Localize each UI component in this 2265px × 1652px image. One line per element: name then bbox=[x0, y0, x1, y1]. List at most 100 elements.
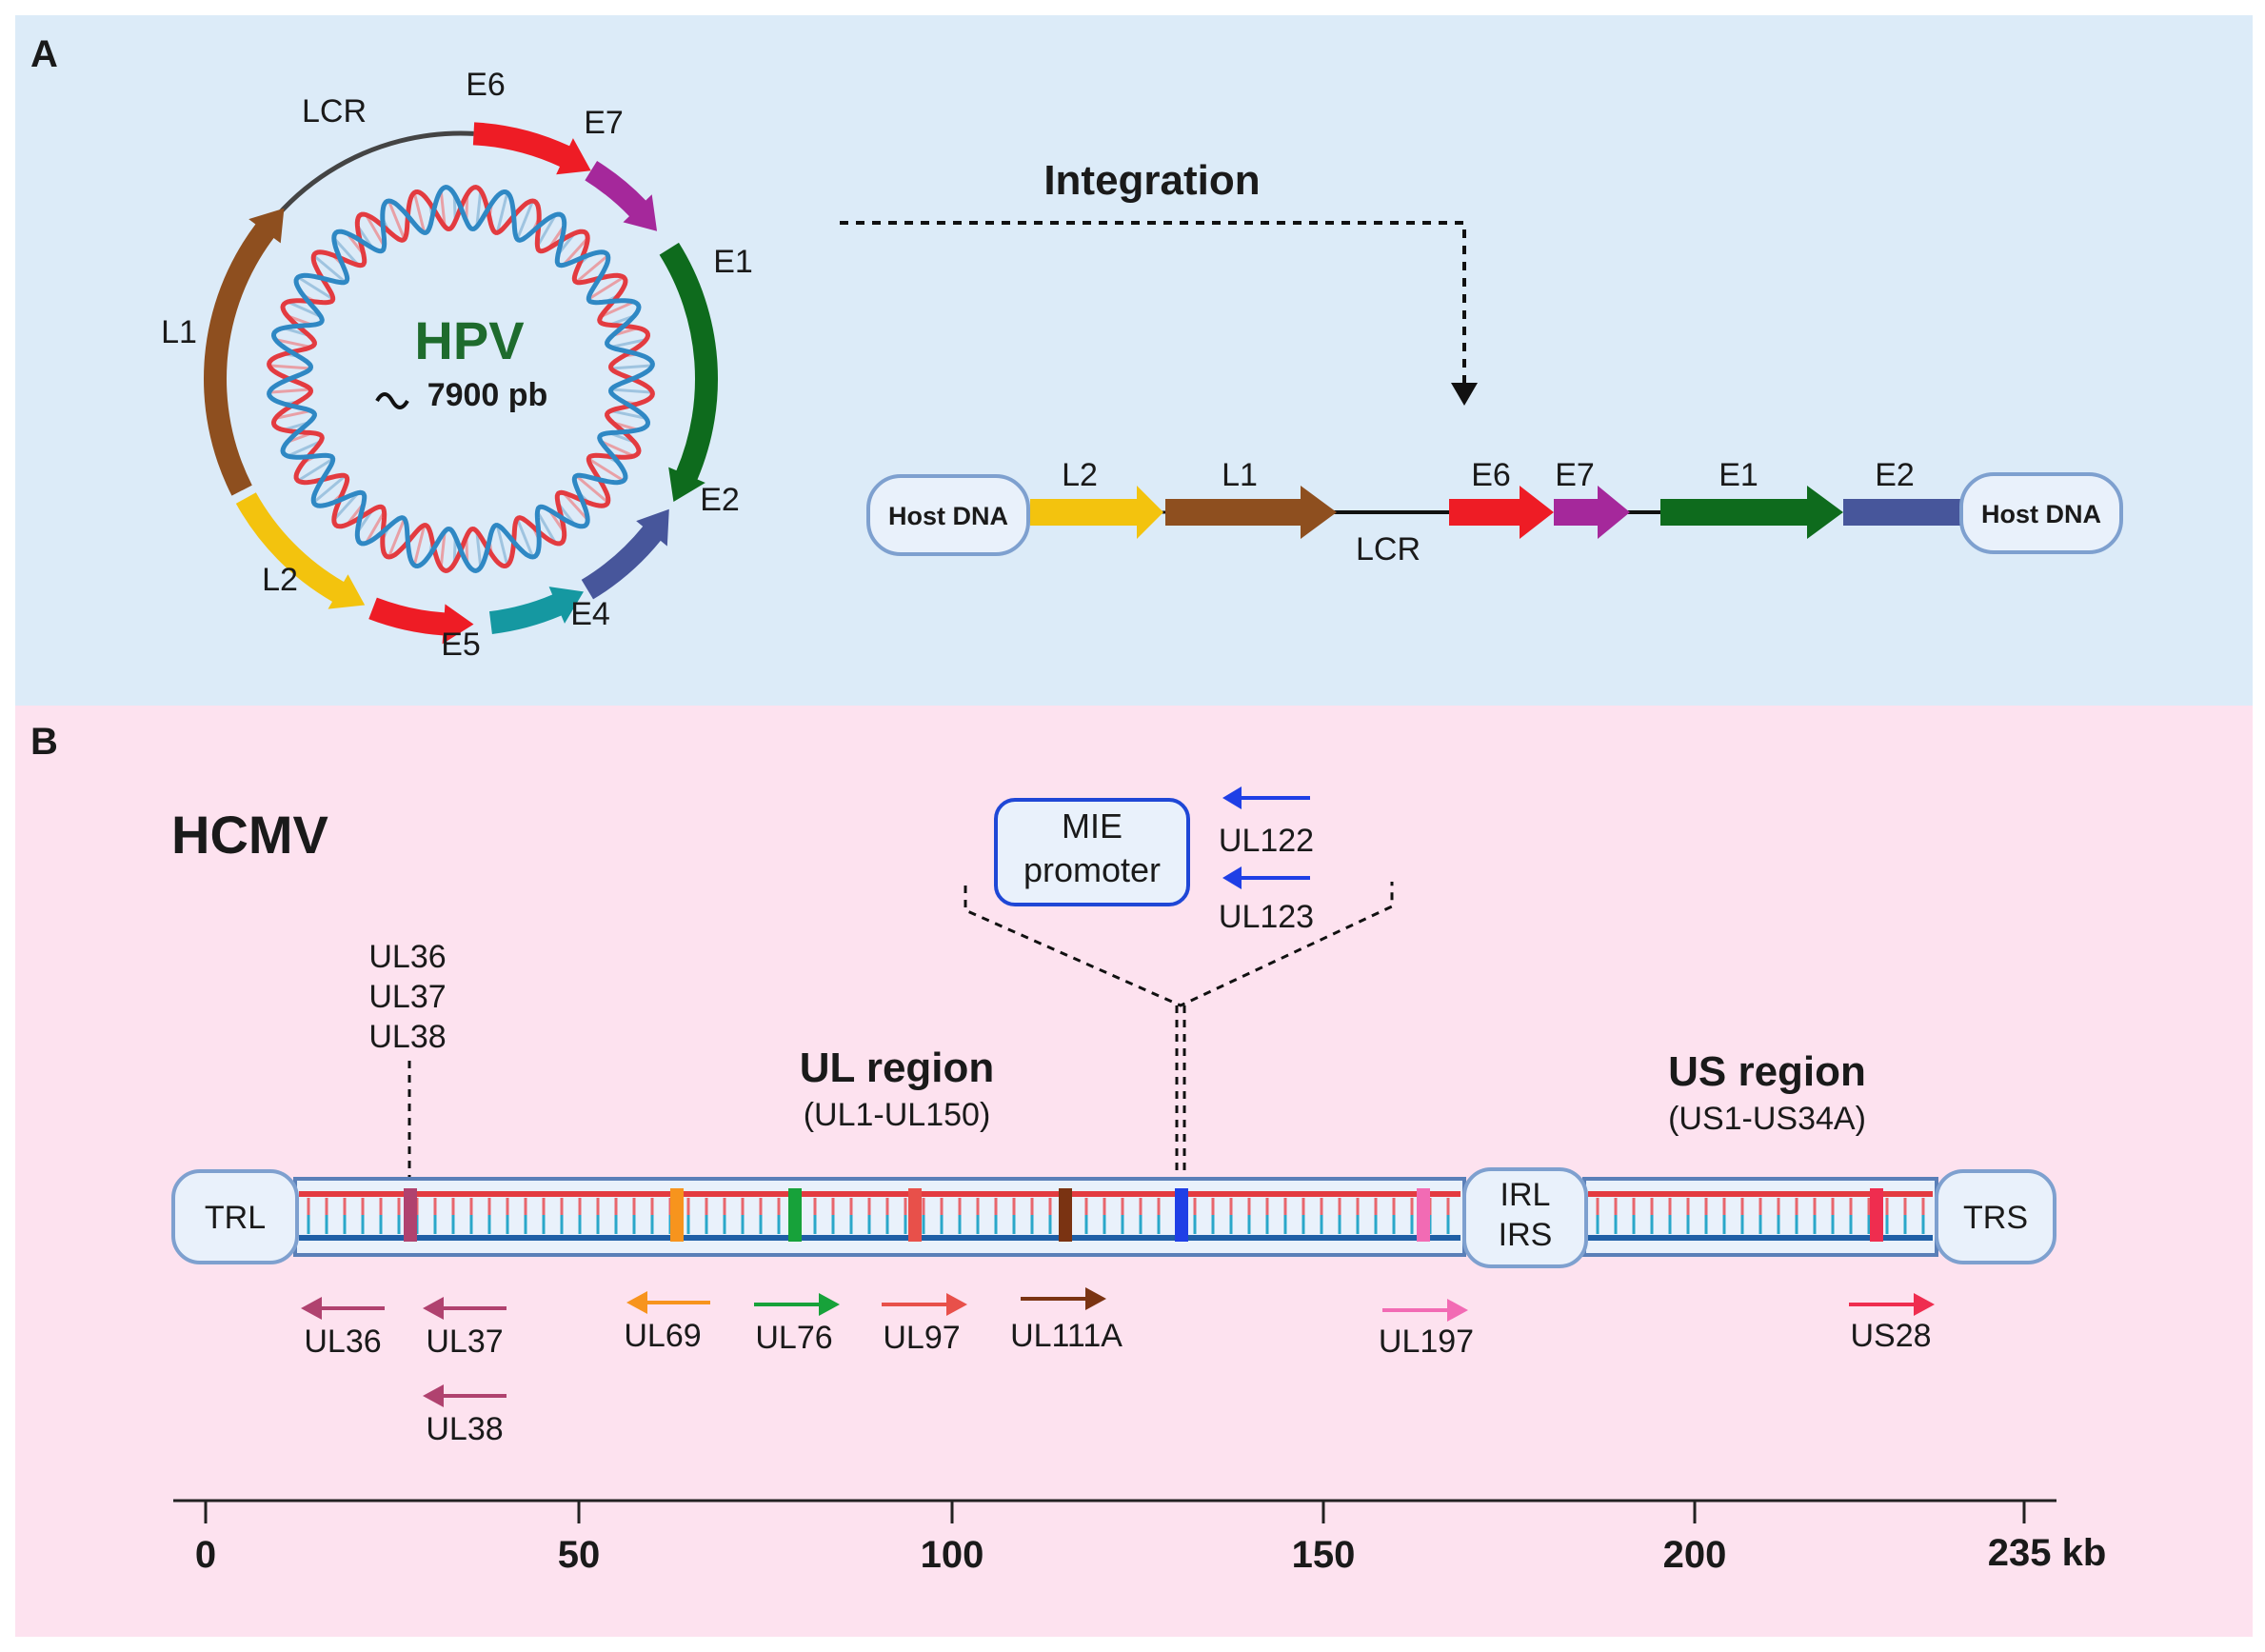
mie-gene-ul123: UL123 bbox=[1219, 899, 1314, 935]
ul-region-sub: (UL1-UL150) bbox=[804, 1097, 991, 1133]
linear-label-e2: E2 bbox=[1875, 457, 1915, 493]
mie-box-line2: promoter bbox=[1023, 850, 1161, 889]
locus-ul36-38 bbox=[404, 1188, 417, 1242]
circle-label-l2: L2 bbox=[262, 562, 298, 598]
circle-gene-e7 bbox=[585, 161, 658, 231]
gene-label-ul36: UL36 bbox=[304, 1324, 381, 1360]
circle-label-e5: E5 bbox=[441, 627, 481, 663]
host-dna-right-box bbox=[1959, 472, 2123, 554]
circle-label-e4: E4 bbox=[570, 596, 610, 632]
us-region-title: US region bbox=[1668, 1048, 1866, 1095]
circle-label-lcr: LCR bbox=[302, 93, 367, 129]
us-region-dna bbox=[1582, 1177, 1938, 1257]
circle-gene-e6 bbox=[472, 122, 591, 175]
circle-gene-e2 bbox=[581, 508, 669, 600]
gene-arrow-ul38 bbox=[423, 1384, 507, 1407]
irl-label: IRL bbox=[1500, 1177, 1551, 1213]
circle-label-e7: E7 bbox=[584, 105, 624, 141]
gene-label-ul197: UL197 bbox=[1379, 1324, 1474, 1360]
irl-irs-box bbox=[1462, 1167, 1588, 1268]
linear-gene-e6-arrow bbox=[1449, 486, 1554, 539]
gene-arrow-ul76 bbox=[754, 1293, 840, 1316]
kb-tick-label-200: 200 bbox=[1663, 1534, 1727, 1576]
gene-label-ul97: UL97 bbox=[883, 1320, 960, 1356]
gene-arrow-ul37 bbox=[423, 1297, 507, 1320]
linear-label-e1: E1 bbox=[1719, 457, 1758, 493]
kb-tick-label-0: 0 bbox=[195, 1534, 216, 1576]
irs-label: IRS bbox=[1499, 1217, 1553, 1253]
mie-gene-arrows bbox=[1222, 786, 1310, 889]
upper-label-ul36: UL36 bbox=[368, 939, 446, 975]
integration-dashed-line bbox=[840, 221, 1466, 388]
gene-label-us28: US28 bbox=[1850, 1318, 1931, 1354]
linear-label-l1: L1 bbox=[1222, 457, 1258, 493]
locus-ul111a bbox=[1059, 1188, 1072, 1242]
gene-label-ul38: UL38 bbox=[426, 1411, 503, 1447]
kb-tick-label-100: 100 bbox=[921, 1534, 984, 1576]
linear-gene-l1-arrow bbox=[1165, 486, 1337, 539]
gene-arrow-us28 bbox=[1849, 1293, 1935, 1316]
approx-tilde-icon bbox=[375, 392, 409, 409]
locus-ul76 bbox=[788, 1188, 802, 1242]
integration-arrowhead-icon bbox=[1451, 383, 1478, 406]
panel-b-label: B bbox=[30, 721, 58, 763]
circle-label-e6: E6 bbox=[466, 67, 506, 103]
circle-gene-e1 bbox=[659, 242, 718, 502]
gene-arrows bbox=[301, 1287, 1935, 1407]
linear-label-e7: E7 bbox=[1555, 457, 1595, 493]
panel-a-label: A bbox=[30, 33, 58, 75]
gene-arrow-ul197 bbox=[1382, 1299, 1468, 1322]
host-dna-left-label: Host DNA bbox=[888, 502, 1008, 530]
gene-label-ul37: UL37 bbox=[426, 1324, 503, 1360]
gene-label-ul76: UL76 bbox=[755, 1320, 832, 1356]
linear-gene-e7-arrow bbox=[1554, 486, 1630, 539]
integrated-genome bbox=[1030, 486, 1967, 539]
hpv-title: HPV bbox=[414, 310, 524, 370]
mie-zoom-lines bbox=[964, 882, 1394, 1007]
linear-gene-e1-arrow bbox=[1660, 486, 1843, 539]
ul-region-dna bbox=[293, 1177, 1466, 1257]
host-dna-left-box bbox=[866, 474, 1030, 556]
locus-ul97 bbox=[908, 1188, 922, 1242]
circle-gene-l2 bbox=[235, 492, 366, 609]
host-dna-right-label: Host DNA bbox=[1981, 500, 2101, 528]
trs-label: TRS bbox=[1963, 1200, 2028, 1236]
locus-mie bbox=[1175, 1188, 1188, 1242]
circle-gene-e4 bbox=[488, 587, 584, 634]
upper-label-ul37: UL37 bbox=[368, 979, 446, 1015]
gene-locus-marks bbox=[404, 1188, 1883, 1242]
circle-label-e2: E2 bbox=[700, 482, 740, 518]
circle-gene-e5 bbox=[368, 597, 474, 645]
linear-label-lcr: LCR bbox=[1356, 531, 1421, 567]
ul-region-title: UL region bbox=[800, 1045, 995, 1091]
mie-gene-ul122: UL122 bbox=[1219, 823, 1314, 859]
kb-axis-end-label: 235 kb bbox=[1988, 1532, 2107, 1574]
gene-label-ul111a: UL111A bbox=[1010, 1318, 1123, 1354]
locus-ul69 bbox=[670, 1188, 684, 1242]
mie-box-line1: MIE bbox=[1062, 806, 1123, 846]
gene-arrow-ul97 bbox=[882, 1293, 967, 1316]
circular-genome-map bbox=[204, 122, 718, 645]
locus-ul197 bbox=[1417, 1188, 1430, 1242]
kb-tick-label-50: 50 bbox=[558, 1534, 601, 1576]
linear-gene-e2-block bbox=[1843, 499, 1967, 526]
circle-label-e1: E1 bbox=[713, 244, 753, 280]
locus-us28 bbox=[1870, 1188, 1883, 1242]
linear-label-e6: E6 bbox=[1471, 457, 1511, 493]
kb-tick-label-150: 150 bbox=[1292, 1534, 1356, 1576]
gene-arrow-ul111a bbox=[1021, 1287, 1106, 1310]
gene-label-ul69: UL69 bbox=[624, 1318, 701, 1354]
integration-label: Integration bbox=[1043, 157, 1260, 204]
circle-gene-l1 bbox=[204, 208, 285, 496]
gene-arrow-ul36 bbox=[301, 1297, 385, 1320]
hpv-size: 7900 pb bbox=[427, 377, 548, 413]
trs-box bbox=[1935, 1169, 2056, 1264]
circle-label-l1: L1 bbox=[161, 314, 197, 350]
gene-arrow-ul69 bbox=[626, 1291, 710, 1314]
linear-label-l2: L2 bbox=[1062, 457, 1098, 493]
mie-promoter-box bbox=[994, 798, 1190, 906]
upper-label-ul38: UL38 bbox=[368, 1019, 446, 1055]
trl-box bbox=[171, 1169, 299, 1264]
us-region-sub: (US1-US34A) bbox=[1668, 1101, 1866, 1137]
dna-helix-icon bbox=[267, 185, 655, 573]
